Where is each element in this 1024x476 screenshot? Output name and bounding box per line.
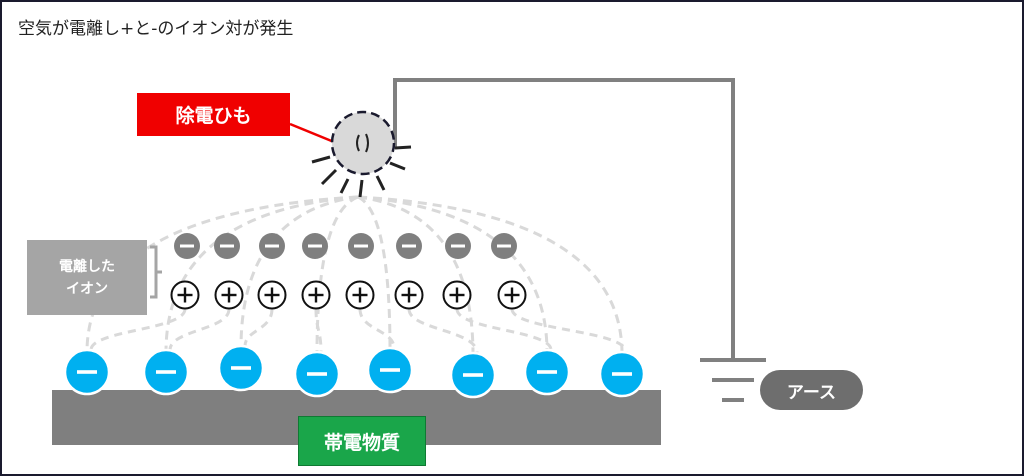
surface-charge (293, 350, 341, 398)
earth-label: アース (760, 370, 863, 410)
minus-sign (451, 244, 465, 248)
positive-ion (257, 280, 287, 310)
ionized-ions-label: 電離した イオン (27, 240, 147, 315)
negative-ion (491, 233, 517, 259)
field-line (407, 308, 479, 354)
field-line (239, 195, 359, 349)
field-line (168, 308, 231, 351)
surface-charge (217, 344, 265, 392)
ionized-ions-label-line1: 電離した (59, 258, 115, 275)
minus-sign (380, 368, 400, 372)
plus-sign-v (510, 287, 514, 303)
minus-sign (497, 244, 511, 248)
surface-charge (63, 348, 111, 396)
minus-sign (612, 372, 632, 376)
plus-sign-v (455, 287, 459, 303)
cord-spike (394, 145, 412, 150)
plus-sign-v (358, 287, 362, 303)
minus-sign (156, 370, 176, 374)
plus-sign-v (227, 287, 231, 303)
field-line (357, 195, 549, 353)
negative-ion (396, 233, 422, 259)
minus-sign (180, 244, 194, 248)
field-line (455, 308, 553, 351)
minus-sign (537, 370, 557, 374)
cord-spike (375, 175, 386, 191)
negative-ion (214, 233, 240, 259)
positive-ion (345, 280, 375, 310)
ground-wire (393, 78, 735, 360)
surface-charges (63, 344, 646, 399)
negative-ion (259, 233, 285, 259)
negative-ion (445, 233, 471, 259)
cord-spike (389, 161, 406, 171)
minus-sign (265, 244, 279, 248)
cord-body (330, 110, 396, 176)
surface-charge (523, 348, 571, 396)
positive-ion (301, 280, 331, 310)
cord-spike (311, 155, 331, 164)
field-line (358, 308, 396, 349)
field-lines (85, 195, 628, 356)
positive-ion (170, 280, 200, 310)
discharge-cord (311, 110, 412, 198)
field-line (357, 195, 475, 356)
minus-sign (463, 373, 483, 377)
negative-ions (174, 233, 517, 259)
field-line (164, 195, 359, 353)
positive-ion (497, 280, 527, 310)
minus-sign (354, 244, 368, 248)
positive-ion (214, 280, 244, 310)
negative-ion (348, 233, 374, 259)
plus-sign-v (314, 287, 318, 303)
ion-bracket (150, 245, 162, 299)
diagram-title: 空気が電離し+と-のイオン対が発生 (18, 19, 294, 39)
surface-charge (142, 348, 190, 396)
negative-ion (174, 233, 200, 259)
charged-object-label: 帯電物質 (298, 416, 426, 466)
field-line (315, 195, 359, 355)
plus-sign-v (183, 287, 187, 303)
field-line (510, 308, 628, 353)
surface-charge (366, 346, 414, 394)
minus-sign (307, 372, 327, 376)
plus-sign-v (407, 287, 411, 303)
field-line (357, 195, 624, 355)
discharge-cord-label: 除電ひも (137, 93, 290, 136)
positive-ion (394, 280, 424, 310)
cord-fiber (365, 133, 369, 153)
ground-symbol (700, 358, 766, 402)
negative-ion (302, 233, 328, 259)
field-line (357, 195, 392, 351)
minus-sign (231, 366, 251, 370)
minus-sign (402, 244, 416, 248)
positive-ion (442, 280, 472, 310)
cord-fiber (356, 134, 360, 152)
field-line (89, 308, 187, 351)
cord-spike (358, 179, 364, 198)
field-line (243, 308, 274, 347)
minus-sign (220, 244, 234, 248)
cord-spike (320, 168, 338, 186)
plus-sign-v (270, 287, 274, 303)
surface-charge (449, 351, 497, 399)
field-line (314, 308, 323, 353)
ionized-ions-label-line2: イオン (66, 280, 108, 297)
surface-charge (598, 350, 646, 398)
minus-sign (77, 370, 97, 374)
cord-spike (339, 178, 350, 194)
minus-sign (308, 244, 322, 248)
positive-ions (170, 280, 527, 310)
label-leader-line (289, 122, 335, 144)
